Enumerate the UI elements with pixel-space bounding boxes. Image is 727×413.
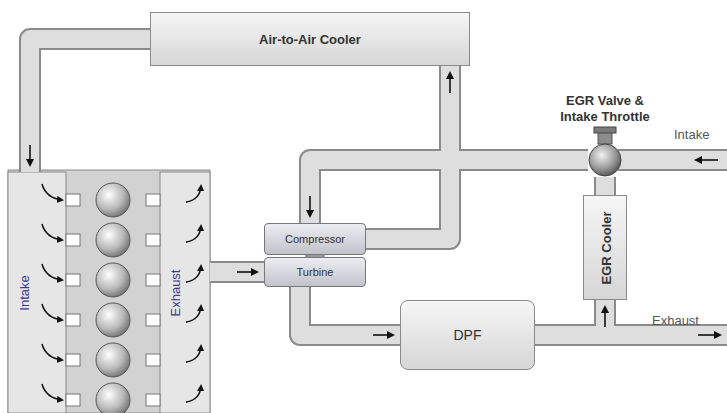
- flow-label: Exhaust: [652, 313, 699, 328]
- flow-arrow: [306, 196, 314, 218]
- intake-manifold: [8, 172, 66, 413]
- valve-stem: [598, 132, 612, 144]
- turbine-box: Turbine: [264, 257, 366, 287]
- intake-pipe: [618, 149, 727, 171]
- flow-arrow: [237, 268, 259, 276]
- flow-arrow: [601, 305, 609, 327]
- pipe-connector: [300, 287, 400, 335]
- pipe-inner: [596, 177, 614, 195]
- exhaust-pipe: [600, 326, 727, 344]
- ports: [66, 194, 160, 406]
- cooler-box: Air-to-Air Cooler: [150, 12, 470, 66]
- exhaust-manifold: Exhaust: [160, 172, 210, 413]
- engine-block: [8, 170, 210, 413]
- pipe-inner: [300, 287, 400, 335]
- flow-arrows: [42, 184, 201, 402]
- pipe-connector: [535, 300, 605, 335]
- pipe-connector: [210, 261, 264, 283]
- valve-cap: [594, 127, 616, 133]
- flow-arrow: [694, 156, 718, 164]
- node-label: Turbine: [297, 266, 334, 278]
- node-label: Compressor: [285, 233, 345, 245]
- node-label: Intake: [17, 275, 32, 310]
- egr-cooler-box: EGR Cooler: [583, 195, 627, 300]
- pipe-inner: [30, 39, 150, 172]
- valve-symbol: [588, 143, 622, 177]
- pipe-inner: [366, 66, 450, 239]
- compressor-box: Compressor: [264, 223, 366, 255]
- valve-body: [589, 144, 621, 176]
- egr-valve: EGR Valve & Intake Throttle: [588, 143, 622, 177]
- cylinders: [96, 183, 130, 413]
- node-label: Air-to-Air Cooler: [259, 32, 361, 47]
- flow-arrow: [373, 331, 395, 339]
- dpf-box: DPF: [400, 300, 535, 370]
- valve-heading: EGR Valve & Intake Throttle: [549, 93, 661, 125]
- flow-arrow: [446, 71, 454, 93]
- flow-arrow: [698, 331, 722, 339]
- pipe-inner: [210, 263, 264, 281]
- pipe-connector: [594, 177, 616, 195]
- intake-pipe: [618, 151, 727, 169]
- flow-label: Intake: [674, 127, 709, 142]
- pipe-inner: [535, 300, 605, 335]
- node-label: Exhaust: [168, 269, 183, 316]
- pipe-connector: [30, 39, 150, 172]
- intake-manifold: Intake: [8, 172, 66, 413]
- node-label: EGR Cooler: [599, 211, 614, 284]
- node-label: DPF: [454, 327, 482, 343]
- exhaust-manifold: [160, 172, 210, 413]
- flow-arrow: [26, 145, 34, 167]
